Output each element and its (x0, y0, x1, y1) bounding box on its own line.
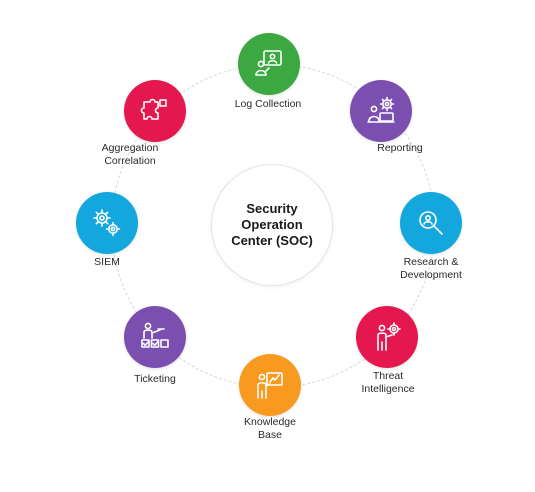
threat-intelligence-icon (377, 322, 401, 351)
puzzle-icon (140, 98, 167, 120)
node-knowledge-base (239, 354, 301, 416)
node-reporting (350, 80, 412, 142)
node-log-collection (238, 33, 300, 95)
center-circle: Security Operation Center (SOC) (211, 164, 333, 286)
label-research-development: Research & Development (400, 256, 462, 281)
node-threat-intelligence (356, 306, 418, 368)
node-ticketing (124, 306, 186, 368)
label-aggregation-correlation: Aggregation Correlation (101, 142, 159, 167)
knowledge-base-icon (257, 372, 283, 399)
node-aggregation-correlation (124, 80, 186, 142)
reporting-icon (367, 96, 395, 123)
label-ticketing: Ticketing (134, 373, 176, 385)
label-threat-intelligence: Threat Intelligence (361, 370, 415, 395)
label-log-collection: Log Collection (234, 98, 302, 110)
center-title: Security Operation Center (SOC) (231, 201, 313, 248)
ticketing-icon (141, 322, 169, 348)
node-siem (76, 192, 138, 254)
node-research-development (400, 192, 462, 254)
label-siem: SIEM (94, 256, 120, 268)
research-icon (419, 211, 443, 235)
log-collection-icon (255, 50, 282, 76)
siem-icon (93, 209, 121, 237)
label-knowledge-base: Knowledge Base (244, 416, 296, 441)
label-reporting: Reporting (377, 142, 423, 154)
